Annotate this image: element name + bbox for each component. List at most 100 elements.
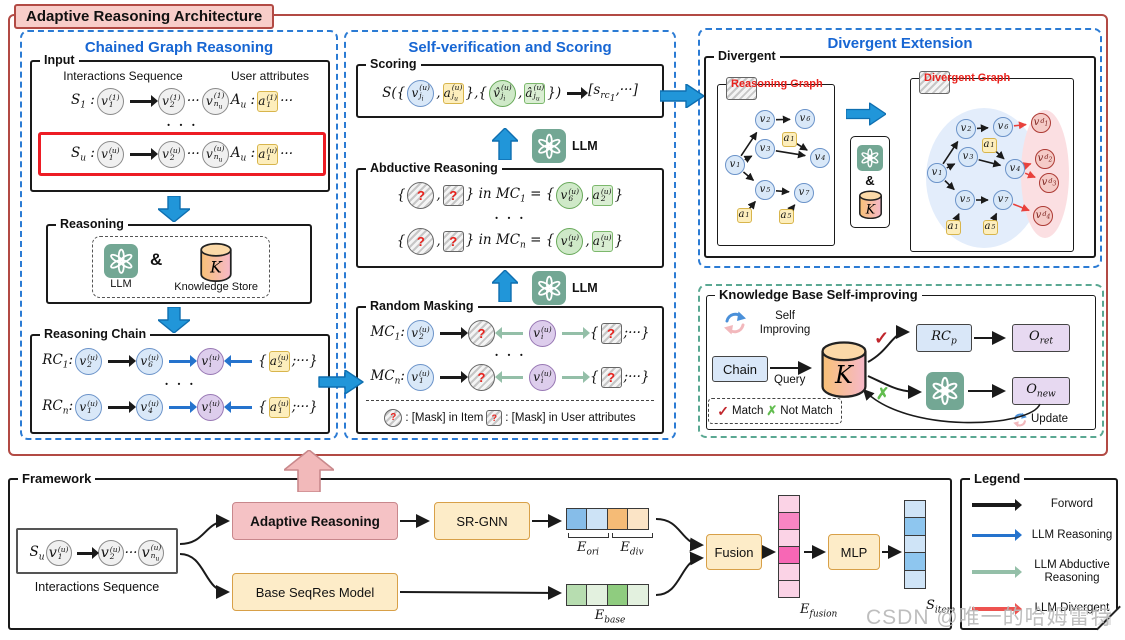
legend-label: Legend	[970, 471, 1025, 486]
node-chip: v(1)nu	[201, 87, 229, 115]
arrow-icon	[108, 355, 137, 367]
ediv-label: Ediv	[620, 540, 644, 558]
abductive-dots: · · ·	[494, 211, 526, 225]
legend-item-label: LLM Divergent	[1034, 602, 1110, 615]
vector-cell	[606, 584, 629, 606]
vector-cell	[627, 508, 650, 530]
node-chip: ?	[407, 227, 435, 255]
node-chip: v(u)nu	[138, 540, 165, 566]
node-chip: v(u)1	[45, 540, 72, 566]
verification-title: Self-verification and Scoring	[408, 39, 612, 56]
down-arrow-1-icon	[158, 196, 190, 222]
arrow-icon	[108, 401, 137, 413]
math-text: ;···}	[623, 325, 650, 341]
node-chip: â(u)ju	[524, 82, 546, 104]
random-masking-label: Random Masking	[366, 299, 478, 313]
col-interactions-sequence: Interactions Sequence	[63, 69, 183, 83]
framework-label: Framework	[18, 471, 96, 486]
svg-text:K: K	[834, 361, 855, 389]
node-chip: ?	[486, 410, 503, 426]
legend-arrow-icon	[972, 499, 1022, 510]
math-text: [src1,···]	[588, 82, 638, 104]
down-arrow-2-icon	[158, 307, 190, 333]
scoring-to-divergent-arrow-icon	[660, 84, 704, 108]
arrow-icon	[494, 327, 523, 339]
masking-row-1: MC1:v(u)2?v(u)i{?;···}	[360, 318, 660, 348]
node-chip: v(u)2	[406, 319, 434, 347]
node-chip: v(u)1	[75, 393, 103, 421]
match-check-icon: ✓	[874, 328, 890, 348]
math-text: })	[547, 85, 562, 101]
node-chip: v(u)2	[157, 140, 185, 168]
embedding-ori-div	[566, 508, 650, 530]
mlp-box: MLP	[828, 534, 880, 570]
chained-panel	[20, 30, 338, 440]
abductive-label: Abductive Reasoning	[366, 161, 502, 175]
framework-seq-label: Interactions Sequence	[34, 580, 160, 594]
watermark: CSDN @唯一的哈姆雷特	[866, 606, 1113, 629]
vector-cell	[586, 584, 609, 606]
math-text: ,	[585, 233, 590, 249]
llm-icon	[532, 271, 566, 305]
legend-item-label: Forword	[1050, 498, 1094, 511]
reasoning-chain-dots: · · ·	[164, 377, 196, 391]
rcp-box: RCp	[916, 324, 972, 352]
query-label: Query	[774, 374, 806, 386]
math-text: ,	[585, 187, 590, 203]
knowledge-store-icon: K	[858, 190, 882, 219]
vector-cell	[904, 569, 926, 589]
vector-cell	[904, 517, 926, 537]
chain-to-masking-arrow-icon	[318, 370, 364, 394]
llm-icon	[532, 129, 566, 163]
update-label: Update	[1031, 413, 1069, 425]
reasoning-chain-label: Reasoning Chain	[40, 327, 151, 341]
llm-caption: LLM	[110, 278, 132, 291]
divergent-title: Divergent Extension	[827, 35, 973, 52]
sitem-label: Sitem	[926, 598, 956, 616]
srgnn-box: SR-GNN	[434, 502, 530, 540]
node-chip: v(1)2	[157, 87, 185, 115]
arrow-icon	[567, 87, 589, 99]
node-chip: v(u)6	[136, 347, 164, 375]
vector-cell	[778, 495, 800, 514]
math-text: Su	[29, 543, 45, 563]
arrow-icon	[169, 355, 198, 367]
vector-cell	[904, 534, 926, 554]
vector-cell	[904, 500, 926, 519]
node-chip: v(u)4	[556, 227, 584, 255]
math-text: MCn:	[370, 367, 405, 387]
math-text: ;···}	[291, 399, 318, 415]
col-user-attributes: User attributes	[230, 69, 310, 83]
vector-cell	[566, 584, 588, 606]
mlp-label: MLP	[840, 544, 868, 560]
math-text: {	[258, 399, 267, 415]
base-seqres-box: Base SeqRes Model	[232, 573, 398, 611]
node-chip: a(u)2	[591, 184, 613, 206]
input-box: Input Interactions Sequence User attribu…	[30, 53, 330, 192]
arrow-icon	[439, 371, 468, 383]
math-text: ···	[186, 146, 200, 162]
onew-label: Onew	[1026, 382, 1056, 400]
node-chip: a(u)2	[268, 350, 290, 372]
math-text: {	[396, 233, 406, 249]
node-chip: a(u)1	[591, 230, 613, 252]
abductive-box: Abductive Reasoning {?,?} in MC1 = {v(u)…	[356, 161, 664, 268]
arrow-icon	[224, 355, 253, 367]
legend-item: LLM Reasoning	[968, 529, 1114, 542]
node-chip: v(u)i	[197, 347, 225, 375]
abductive-row-2: {?,?} in MCn = {v(u)4,a(u)1}	[360, 226, 660, 256]
divergent-label: Divergent	[714, 49, 780, 63]
ebase-label: Ebase	[594, 608, 626, 626]
